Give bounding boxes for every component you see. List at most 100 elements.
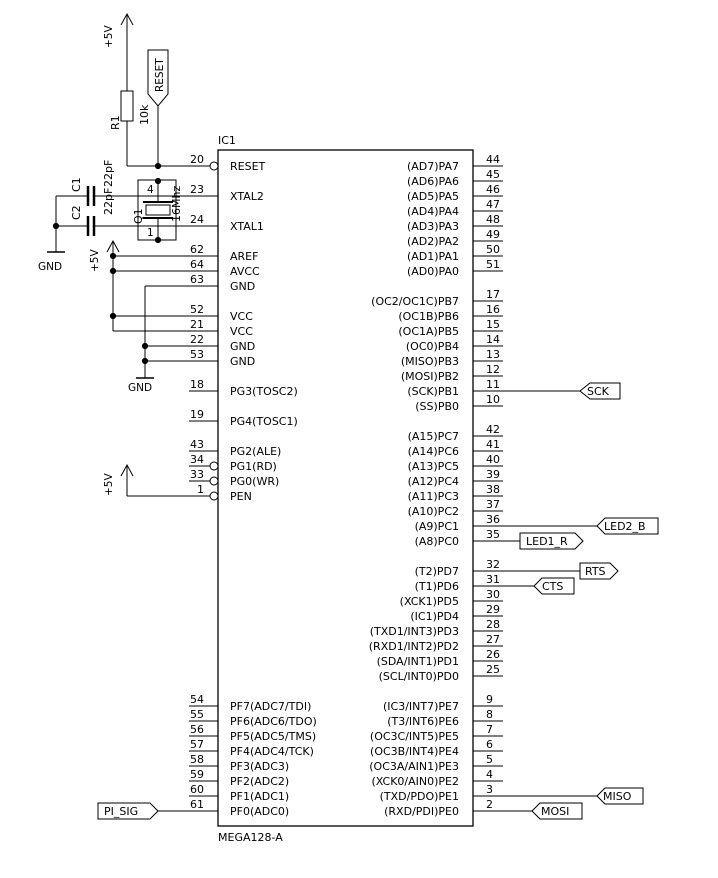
mosi-label-shape <box>531 802 583 820</box>
right-pin: 2(RXD/PDI)PE0 <box>384 798 503 818</box>
pin-name: RESET <box>230 160 266 173</box>
pin-number: 48 <box>486 213 500 226</box>
pin-number: 50 <box>486 243 500 256</box>
net-label-miso: MISO <box>603 790 632 803</box>
pin-name: PF6(ADC6/TDO) <box>230 715 317 728</box>
pin-number: 45 <box>486 168 500 181</box>
pin-number: 51 <box>486 258 500 271</box>
pin-name: (OC1B)PB6 <box>398 310 459 323</box>
pin-name: GND <box>230 355 255 368</box>
pin-name: (AD2)PA2 <box>407 235 459 248</box>
net-label-cts: CTS <box>542 580 563 593</box>
pin-name: PG1(RD) <box>230 460 277 473</box>
pin-name: (MOSI)PB2 <box>401 370 459 383</box>
crystal-network <box>47 179 218 253</box>
pin-name: PF4(ADC4/TCK) <box>230 745 314 758</box>
pin-number: 40 <box>486 453 500 466</box>
pin-name: VCC <box>230 325 253 338</box>
supply-network <box>106 239 189 379</box>
c1-value: 22pF <box>102 160 115 187</box>
miso-label-shape <box>596 787 644 805</box>
pin-name: (T2)PD7 <box>415 565 459 578</box>
pin-name: (OC3A/AIN1)PE3 <box>369 760 459 773</box>
pin-number: 21 <box>190 318 204 331</box>
pin-number: 22 <box>190 333 204 346</box>
right-pin: 38(A11)PC3 <box>408 483 503 503</box>
pin-number: 6 <box>486 738 493 751</box>
pin-name: GND <box>230 340 255 353</box>
pin-bubble <box>209 476 219 486</box>
ic-right-pins: 44(AD7)PA745(AD6)PA646(AD5)PA547(AD4)PA4… <box>369 153 503 818</box>
right-pin: 44(AD7)PA7 <box>407 153 503 173</box>
c1-ref: C1 <box>70 177 83 192</box>
net-label-sck: SCK <box>587 385 610 398</box>
pin-name: (AD4)PA4 <box>407 205 459 218</box>
right-pin: 47(AD4)PA4 <box>407 198 503 218</box>
pin-name: (A10)PC2 <box>408 505 459 518</box>
pin-name: AVCC <box>230 265 260 278</box>
pin-number: 24 <box>190 213 204 226</box>
pin-name: (OC1A)PB5 <box>398 325 459 338</box>
right-pin: 10(SS)PB0 <box>415 393 503 413</box>
pin-name: (SCK)PB1 <box>407 385 459 398</box>
pin-name: (T1)PD6 <box>415 580 459 593</box>
right-pin: 17 (OC2/OC1C)PB7 <box>371 288 503 308</box>
right-pin: 51 (AD0)PA0 <box>407 258 503 278</box>
right-pin: 46(AD5)PA5 <box>407 183 503 203</box>
pin-name: (MISO)PB3 <box>401 355 459 368</box>
pin-name: XTAL2 <box>230 190 264 203</box>
ic-part: MEGA128-A <box>218 831 283 844</box>
sck-label-shape <box>579 382 621 400</box>
pin-number: 10 <box>486 393 500 406</box>
junction-reset <box>154 162 162 170</box>
pin-number: 2 <box>486 798 493 811</box>
r1-value: 10k <box>138 104 151 125</box>
pin-number: 25 <box>486 663 500 676</box>
pin-number: 29 <box>486 603 500 616</box>
right-pin: 12(MOSI)PB2 <box>401 363 503 383</box>
right-pin: 27(RXD1/INT2)PD2 <box>369 633 503 653</box>
pin-number: 17 <box>486 288 500 301</box>
pin-name: XTAL1 <box>230 220 264 233</box>
right-pin: 28(TXD1/INT3)PD3 <box>370 618 503 638</box>
pin-name: PF0(ADC0) <box>230 805 289 818</box>
pin-number: 60 <box>190 783 204 796</box>
pin-name: (AD0)PA0 <box>407 265 459 278</box>
pin-name: (A8)PC0 <box>415 535 459 548</box>
right-pin: 29 (IC1)PD4 <box>410 603 503 623</box>
right-net-wires <box>503 382 659 820</box>
pin-number: 34 <box>190 453 204 466</box>
pin-name: (OC2/OC1C)PB7 <box>371 295 459 308</box>
pin-number: 59 <box>190 768 204 781</box>
pin-number: 23 <box>190 183 204 196</box>
pen-pullup <box>120 463 189 497</box>
pin-name: (A11)PC3 <box>408 490 459 503</box>
led2-b-label-shape <box>596 517 659 535</box>
c2-value: 22pF <box>102 188 115 215</box>
pin-name: VCC <box>230 310 253 323</box>
pin-number: 42 <box>486 423 500 436</box>
right-pin: 4(XCK0/AIN0)PE2 <box>372 768 503 788</box>
vcc-top-label: +5V <box>103 25 115 48</box>
right-pin: 35(A8)PC0 <box>415 528 503 548</box>
gnd-left-label: GND <box>38 261 62 273</box>
pin-name: (A12)PC4 <box>408 475 459 488</box>
pin-number: 56 <box>190 723 204 736</box>
pin-number: 16 <box>486 303 500 316</box>
pin-name: (IC1)PD4 <box>410 610 459 623</box>
pin-number: 36 <box>486 513 500 526</box>
pin-name: PF3(ADC3) <box>230 760 289 773</box>
pin-number: 58 <box>190 753 204 766</box>
pin-number: 46 <box>486 183 500 196</box>
pin-name: PG0(WR) <box>230 475 279 488</box>
